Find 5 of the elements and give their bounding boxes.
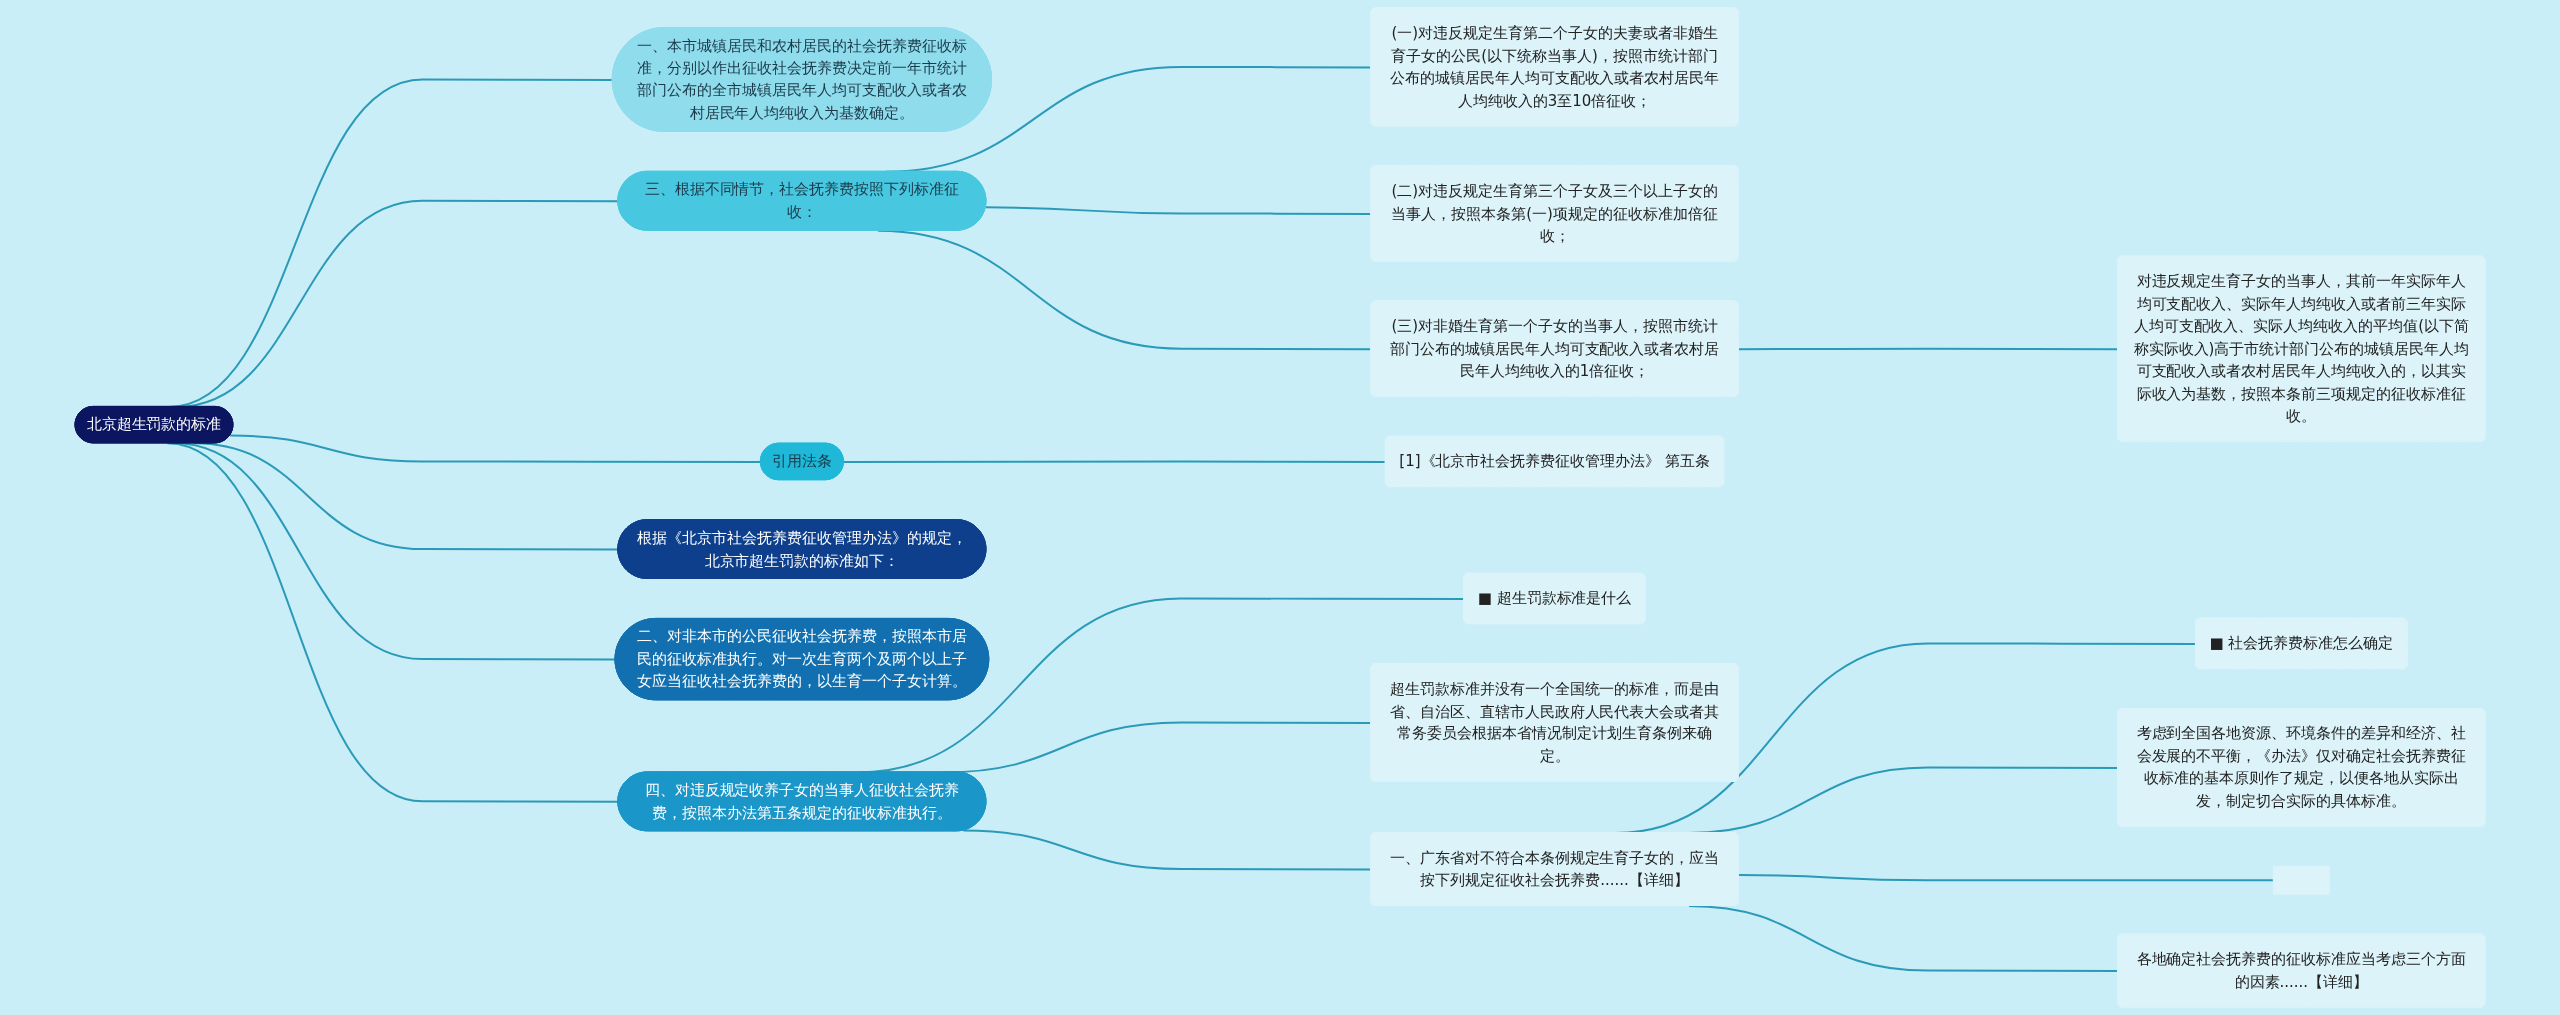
connector: [166, 442, 620, 803]
connector: [229, 434, 762, 463]
connector: [842, 460, 1387, 463]
node-box: [2272, 865, 2330, 895]
connector: [1737, 874, 2275, 882]
